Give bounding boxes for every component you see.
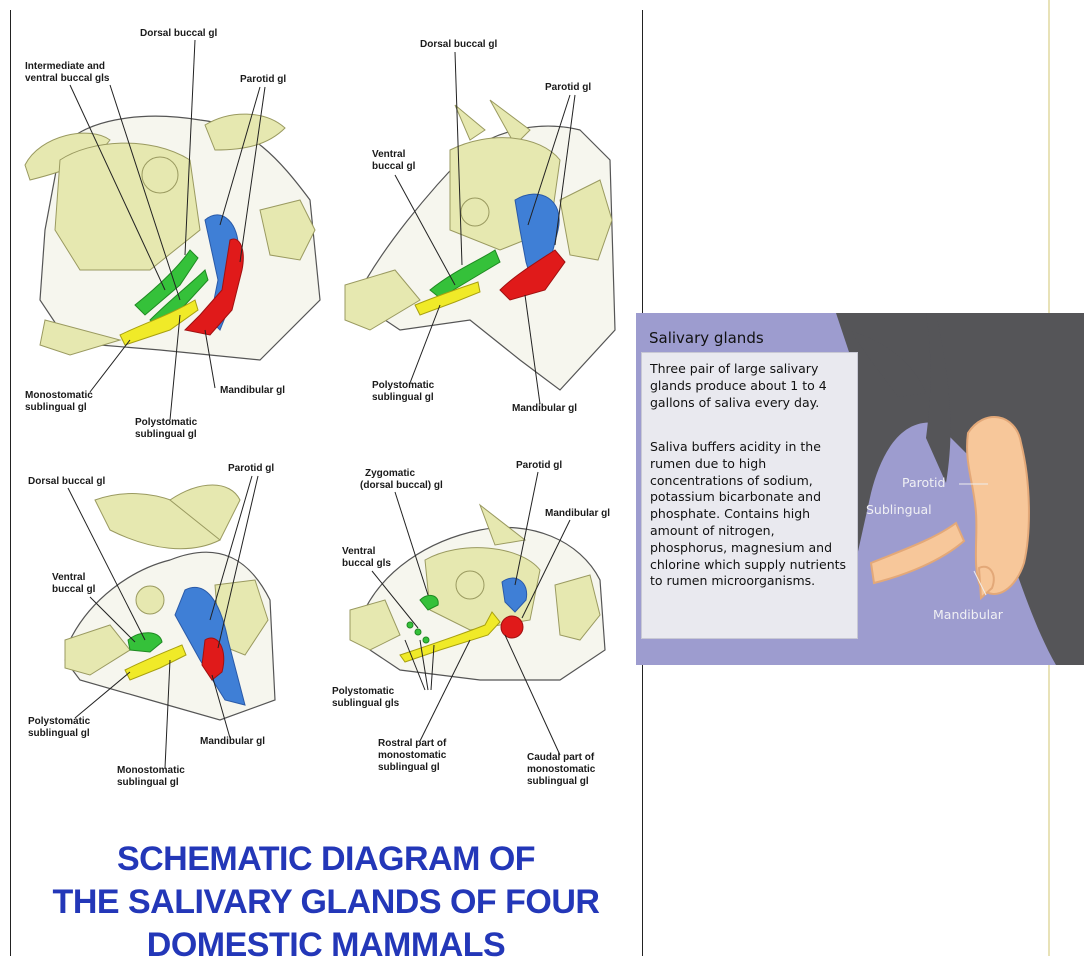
salivary-glands-slide: Salivary glands Three pair of large sali… — [636, 313, 1084, 665]
dog-head-illustration — [65, 485, 275, 720]
ox-head-illustration — [25, 114, 320, 360]
ox-polystomatic-label-1: Polystomatic — [135, 417, 198, 428]
horse-polystomatic-label-1: Polystomatic — [372, 380, 435, 391]
dog-monostomatic-label-1: Monostomatic — [117, 765, 185, 776]
ox-mandibular-label: Mandibular gl — [220, 385, 285, 396]
ox-parotid-label: Parotid gl — [240, 74, 286, 85]
slide-mandibular-label: Mandibular — [933, 607, 1003, 622]
ox-leader — [90, 340, 130, 392]
horse-parotid-label: Parotid gl — [545, 82, 591, 93]
pig-polystomatic-label-1: Polystomatic — [332, 686, 395, 697]
dog-polystomatic-label-2: sublingual gl — [28, 728, 90, 739]
ox-monostomatic-label-1: Monostomatic — [25, 390, 93, 401]
pig-rostral-label-3: sublingual gl — [378, 762, 440, 773]
slide-parotid-gland — [967, 417, 1029, 594]
pig-parotid-label: Parotid gl — [516, 460, 562, 471]
horse-ventral-buccal-label-2: buccal gl — [372, 161, 416, 172]
dog-ventral-buccal-label-2: buccal gl — [52, 584, 96, 595]
horse-dorsal-buccal-label: Dorsal buccal gl — [420, 39, 497, 50]
salivary-gland-figure: Dorsal buccal gl Intermediate and ventra… — [0, 0, 640, 840]
figure-title-line-3: DOMESTIC MAMMALS — [12, 924, 640, 967]
pig-rostral-label-1: Rostral part of — [378, 738, 447, 749]
ox-polystomatic-label-2: sublingual gl — [135, 429, 197, 440]
horse-head-illustration — [345, 100, 615, 390]
pig-zygomatic-label-2: (dorsal buccal) gl — [360, 480, 443, 491]
figure-title-line-1: SCHEMATIC DIAGRAM OF — [12, 838, 640, 881]
pig-rostral-label-2: monostomatic — [378, 750, 447, 761]
pig-caudal-label-2: monostomatic — [527, 764, 596, 775]
dog-parotid-label: Parotid gl — [228, 463, 274, 474]
pig-ventral-buccal-label-2: buccal gls — [342, 558, 391, 569]
slide-sublingual-label: Sublingual — [866, 502, 932, 517]
slide-paragraph-2: Saliva buffers acidity in the rumen due … — [650, 439, 850, 590]
dog-ventral-buccal-label-1: Ventral — [52, 572, 86, 583]
ox-dorsal-buccal-label: Dorsal buccal gl — [140, 28, 217, 39]
pig-mandibular-label: Mandibular gl — [545, 508, 610, 519]
dog-monostomatic-label-2: sublingual gl — [117, 777, 179, 788]
ox-intermediate-buccal-label-1: Intermediate and — [25, 61, 105, 72]
pig-caudal-label-3: sublingual gl — [527, 776, 589, 787]
horse-mandibular-label: Mandibular gl — [512, 403, 577, 414]
horse-ventral-buccal-label-1: Ventral — [372, 149, 406, 160]
pig-ventral-buccal-label-1: Ventral — [342, 546, 376, 557]
figure-title-line-2: THE SALIVARY GLANDS OF FOUR — [12, 881, 640, 924]
pig-polystomatic-label-2: sublingual gls — [332, 698, 400, 709]
dog-polystomatic-label-1: Polystomatic — [28, 716, 91, 727]
figure-title: SCHEMATIC DIAGRAM OF THE SALIVARY GLANDS… — [12, 838, 640, 967]
slide-title: Salivary glands — [649, 329, 764, 347]
horse-polystomatic-label-2: sublingual gl — [372, 392, 434, 403]
pig-zygomatic-label-1: Zygomatic — [365, 468, 415, 479]
dog-dorsal-buccal-label: Dorsal buccal gl — [28, 476, 105, 487]
slide-text-box: Three pair of large salivary glands prod… — [641, 352, 858, 639]
dog-mandibular-label: Mandibular gl — [200, 736, 265, 747]
slide-parotid-label: Parotid — [902, 475, 945, 490]
ox-intermediate-buccal-label-2: ventral buccal gls — [25, 73, 110, 84]
pig-caudal-label-1: Caudal part of — [527, 752, 595, 763]
slide-paragraph-1: Three pair of large salivary glands prod… — [650, 361, 850, 411]
slide-sublingual-gland — [871, 523, 964, 583]
pig-head-illustration — [350, 505, 605, 680]
ox-monostomatic-label-2: sublingual gl — [25, 402, 87, 413]
